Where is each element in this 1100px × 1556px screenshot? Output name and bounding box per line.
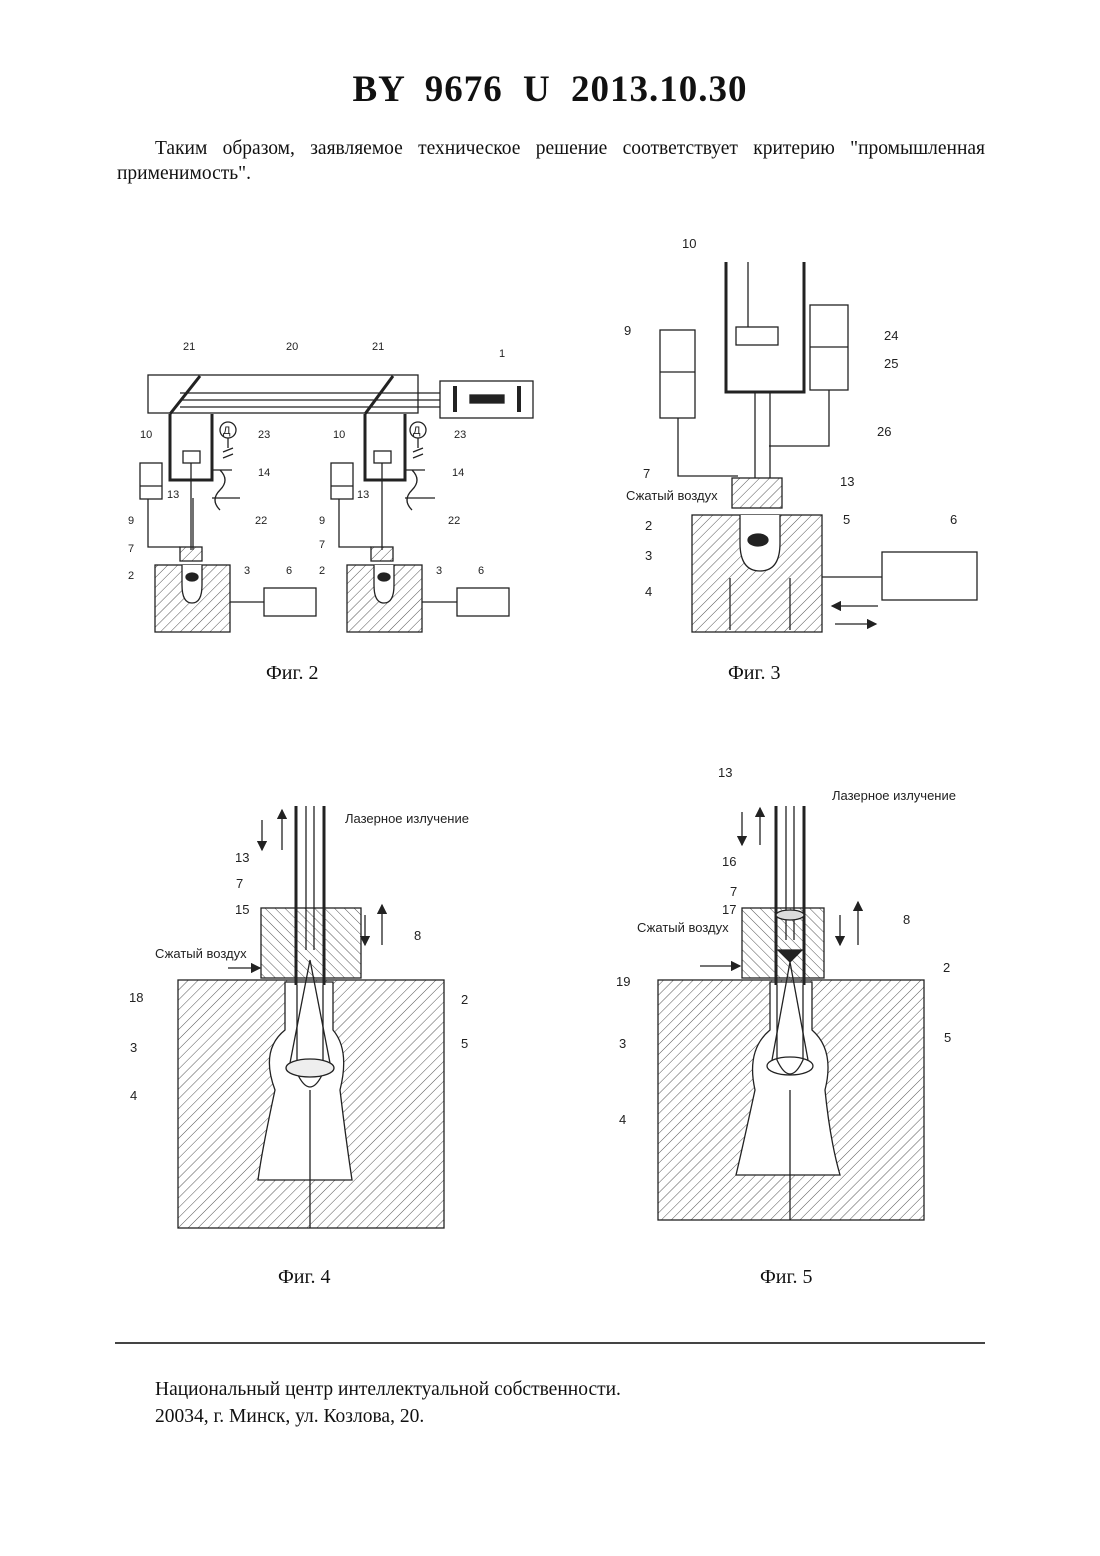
fig3-label: 3	[645, 548, 652, 563]
fig2-label: 6	[478, 565, 484, 577]
fig2-label: 7	[319, 539, 325, 551]
fig3-label: 5	[843, 512, 850, 527]
figure-2-drawing	[140, 375, 533, 632]
fig4-label: 5	[461, 1036, 468, 1051]
fig2-label: 13	[167, 489, 179, 501]
fig5-air-label: Сжатый воздух	[637, 920, 729, 935]
fig2-label: 3	[436, 565, 442, 577]
fig3-label: 25	[884, 356, 898, 371]
fig5-label: 17	[722, 902, 736, 917]
figure-2-labels: 21 20 21 1 10 23 10 23 14 14 13 13 9 9 2…	[128, 341, 505, 582]
fig3-label: 7	[643, 466, 650, 481]
fig3-label: 26	[877, 424, 891, 439]
fig2-label: 13	[357, 489, 369, 501]
fig3-air-label: Сжатый воздух	[626, 488, 718, 503]
fig4-label: 7	[236, 876, 243, 891]
fig5-label: 2	[943, 960, 950, 975]
fig5-label: 3	[619, 1036, 626, 1051]
fig3-caption: Фиг. 3	[728, 662, 780, 685]
fig2-label: 7	[128, 543, 134, 555]
fig2-label: 22	[448, 515, 460, 527]
fig2-label: 23	[454, 429, 466, 441]
fig3-label: 24	[884, 328, 898, 343]
fig4-label: 4	[130, 1088, 137, 1103]
fig5-label: 16	[722, 854, 736, 869]
fig4-caption: Фиг. 4	[278, 1266, 330, 1289]
fig3-label: 4	[645, 584, 652, 599]
fig2-label: 21	[183, 341, 195, 353]
fig5-label: 4	[619, 1112, 626, 1127]
fig4-label: 18	[129, 990, 143, 1005]
fig2-label: 10	[333, 429, 345, 441]
fig5-caption: Фиг. 5	[760, 1266, 812, 1289]
fig4-label: 2	[461, 992, 468, 1007]
fig4-label: 3	[130, 1040, 137, 1055]
fig3-label: 2	[645, 518, 652, 533]
footer: Национальный центр интеллектуальной собс…	[155, 1376, 621, 1430]
fig2-label: 14	[258, 467, 270, 479]
footer-line-2: 20034, г. Минск, ул. Козлова, 20.	[155, 1403, 621, 1430]
fig5-label: 8	[903, 912, 910, 927]
fig5-label: 5	[944, 1030, 951, 1045]
footer-line-1: Национальный центр интеллектуальной собс…	[155, 1376, 621, 1403]
figure-3-drawing	[660, 262, 977, 632]
fig2-label: 6	[286, 565, 292, 577]
fig2-label: 22	[255, 515, 267, 527]
fig2-caption: Фиг. 2	[266, 662, 318, 685]
fig4-label: 8	[414, 928, 421, 943]
gauge-label: Д	[223, 425, 231, 437]
fig5-label: 13	[718, 765, 732, 780]
fig4-air-label: Сжатый воздух	[155, 946, 247, 961]
fig3-label: 6	[950, 512, 957, 527]
fig2-label: 2	[319, 565, 325, 577]
figure-4-drawing	[178, 806, 444, 1228]
fig2-label: 10	[140, 429, 152, 441]
fig3-label: 9	[624, 323, 631, 338]
fig3-label: 13	[840, 474, 854, 489]
fig2-label: 9	[128, 515, 134, 527]
fig3-label: 10	[682, 236, 696, 251]
footer-divider	[115, 1342, 985, 1344]
fig4-label: 15	[235, 902, 249, 917]
fig4-label: 13	[235, 850, 249, 865]
fig2-label: 3	[244, 565, 250, 577]
fig2-label: 21	[372, 341, 384, 353]
fig2-label: 23	[258, 429, 270, 441]
fig2-label: 9	[319, 515, 325, 527]
fig5-label: 7	[730, 884, 737, 899]
fig2-label: 20	[286, 341, 298, 353]
figure-5-drawing	[658, 806, 924, 1220]
fig5-label: 19	[616, 974, 630, 989]
fig2-label: 1	[499, 348, 505, 360]
fig4-laser-label: Лазерное излучение	[345, 811, 469, 826]
fig2-label: 14	[452, 467, 464, 479]
gauge-label: Д	[413, 425, 421, 437]
fig5-laser-label: Лазерное излучение	[832, 788, 956, 803]
fig2-label: 2	[128, 570, 134, 582]
